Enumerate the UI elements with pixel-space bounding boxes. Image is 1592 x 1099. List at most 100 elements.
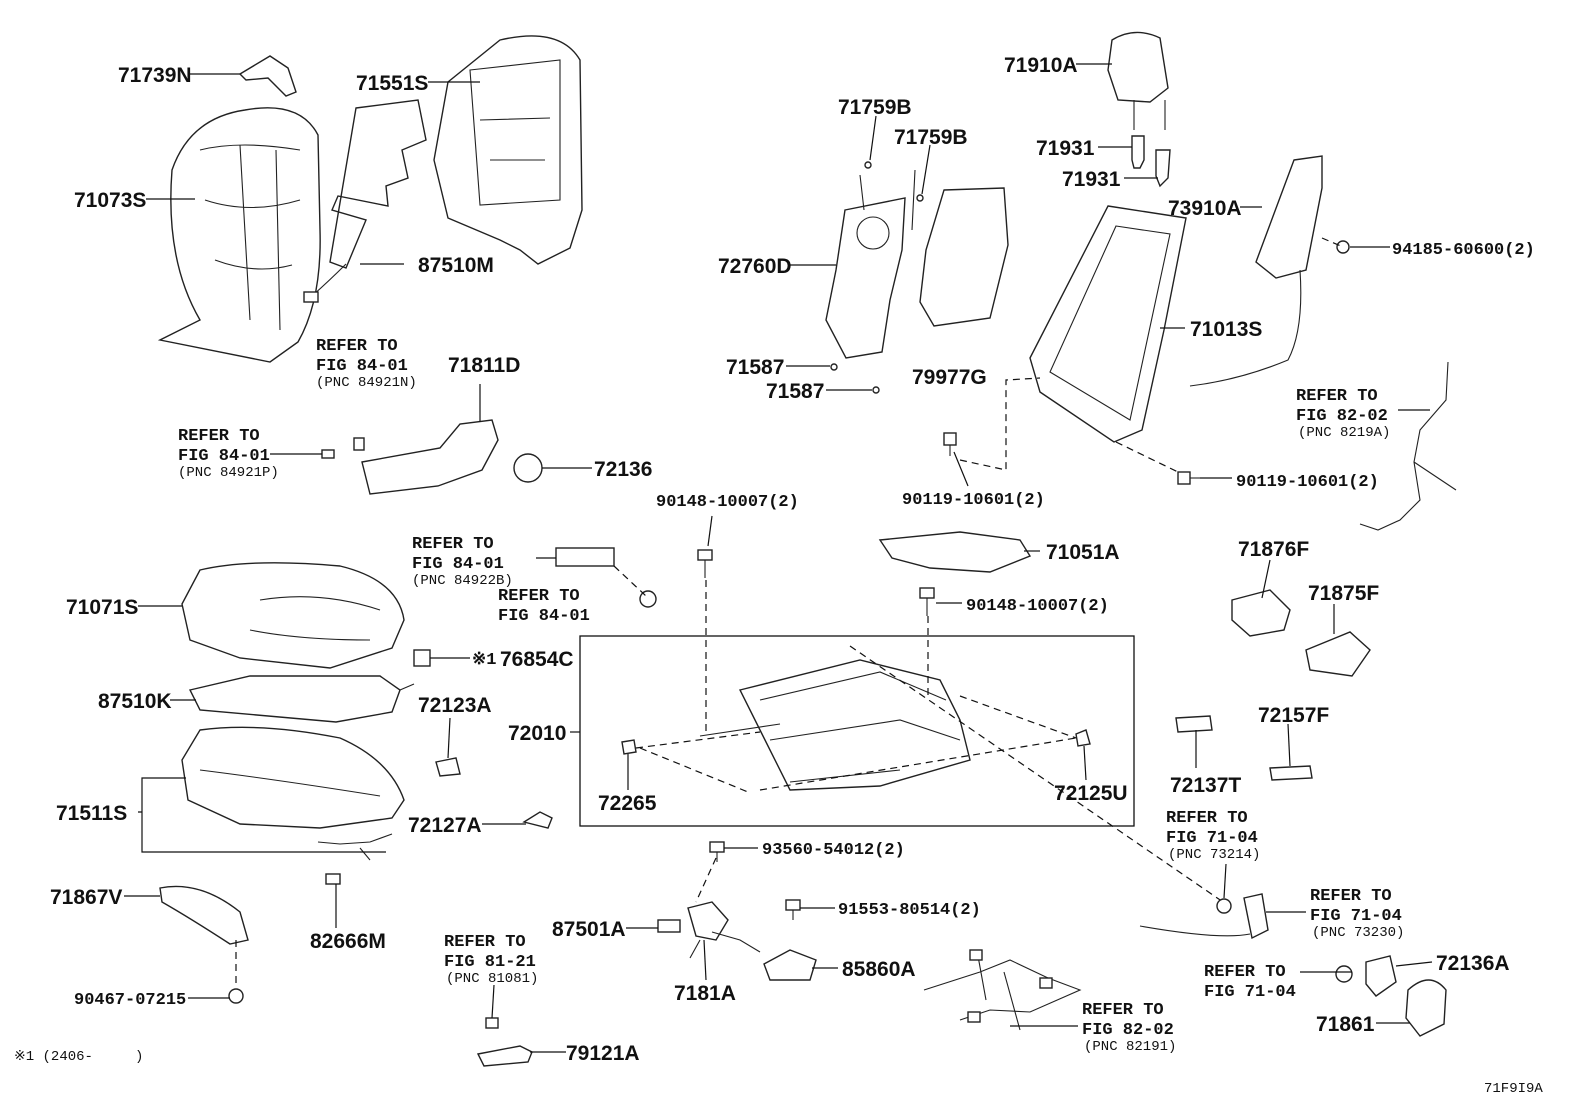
part-label: 71867V	[50, 886, 122, 909]
refer-callout-71-04-nut: REFER TO FIG 71-04	[1204, 963, 1296, 1002]
part-label: 71073S	[74, 189, 146, 212]
heater-87510k-shape	[188, 675, 401, 723]
refer-line2: FIG 71-04	[1166, 829, 1258, 848]
harness-82-02-right-shape	[1359, 361, 1457, 531]
cover-71875f-shape	[1305, 631, 1371, 677]
motor-7181a-wires	[689, 931, 761, 959]
pad-79977g-shape	[919, 187, 1009, 327]
screw-84-01-shape	[639, 590, 657, 608]
part-label: 71931	[1036, 137, 1095, 160]
part-label: 82666M	[310, 930, 386, 953]
bolt-90148-b-shape	[919, 587, 935, 616]
refer-line2: FIG 84-01	[412, 555, 504, 574]
refer-pnc: (PNC 73230)	[1312, 925, 1404, 941]
cover-72265-shape	[621, 739, 637, 755]
refer-callout-8219a: REFER TO FIG 82-02 (PNC 8219A)	[1296, 387, 1390, 441]
cover-71876f-shape	[1231, 589, 1291, 637]
refer-line1: REFER TO	[316, 337, 398, 356]
part-label: 72010	[508, 722, 566, 745]
part-label: 93560-54012(2)	[762, 841, 905, 860]
bolt-90119-a-shape	[943, 432, 957, 456]
refer-callout-84921p: REFER TO FIG 84-01 (PNC 84921P)	[178, 427, 279, 481]
part-label: 85860A	[842, 958, 916, 981]
refer-pnc: (PNC 84921N)	[316, 375, 417, 391]
lumbar-plate-72760d-shape	[825, 169, 916, 359]
part-label: 72137T	[1170, 774, 1241, 797]
part-label: 72136	[594, 458, 652, 481]
refer-line2: FIG 84-01	[178, 447, 270, 466]
part-label: 71587	[726, 356, 784, 379]
clip-81081-shape	[485, 1017, 499, 1029]
clip-71587-b-shape	[872, 386, 880, 394]
refer-line1: REFER TO	[444, 933, 526, 952]
part-label: 71910A	[1004, 54, 1078, 77]
clip-71759b-a-shape	[864, 161, 872, 169]
motor-85860a-shape	[763, 949, 817, 981]
connector-87501a-shape	[657, 919, 681, 933]
refer-callout-84921n: REFER TO FIG 84-01 (PNC 84921N)	[316, 337, 417, 391]
cover-72137t-shape	[1175, 715, 1213, 733]
refer-callout-82191: REFER TO FIG 82-02 (PNC 82191)	[1082, 1001, 1176, 1055]
part-label: 71551S	[356, 72, 428, 95]
refer-line2: FIG 71-04	[1310, 907, 1402, 926]
cushion-cover-71071s-shape	[181, 562, 405, 669]
bolt-90119-b-shape	[1177, 471, 1200, 485]
diagram-code: 71F9I9A	[1484, 1081, 1543, 1097]
part-label: 72265	[598, 792, 657, 815]
part-label: 71876F	[1238, 538, 1309, 561]
refer-callout-73230: REFER TO FIG 71-04 (PNC 73230)	[1310, 887, 1404, 941]
refer-pnc: (PNC 84922B)	[412, 573, 513, 589]
part-label: 71013S	[1190, 318, 1262, 341]
clip-82666m-shape	[325, 873, 341, 885]
bolt-91553-shape	[785, 899, 801, 920]
part-label: 90148-10007(2)	[656, 493, 799, 512]
harness-82191-shape	[923, 949, 1082, 1031]
part-label: 71861	[1316, 1013, 1375, 1036]
refer-line1: REFER TO	[1204, 963, 1286, 982]
part-label: 71759B	[838, 96, 912, 119]
refer-pnc: (PNC 81081)	[446, 971, 538, 987]
clip-72127a-shape	[522, 811, 553, 829]
headrest-71910a-shape	[1107, 31, 1169, 130]
switch-84922b-shape	[555, 547, 615, 567]
part-label: 71739N	[118, 64, 192, 87]
refer-line1: REFER TO	[178, 427, 260, 446]
adjuster-group-box	[579, 635, 1135, 827]
part-label: 71931	[1062, 168, 1121, 191]
part-label: 91553-80514(2)	[838, 901, 981, 920]
refer-line1: REFER TO	[1082, 1001, 1164, 1020]
clip-71739n-shape	[238, 55, 297, 97]
footnote: ※1 (2406- )	[14, 1049, 143, 1065]
refer-line2: FIG 82-02	[1082, 1021, 1174, 1040]
bracket-79121a-shape	[476, 1045, 533, 1067]
refer-callout-81081: REFER TO FIG 81-21 (PNC 81081)	[444, 933, 538, 987]
part-label: 72760D	[718, 255, 792, 278]
refer-callout-84-01-screw: REFER TO FIG 84-01	[498, 587, 590, 626]
refer-pnc: (PNC 8219A)	[1298, 425, 1390, 441]
clip-90467-shape	[228, 988, 244, 1004]
part-label: 90148-10007(2)	[966, 597, 1109, 616]
clip-72123a-shape	[435, 757, 461, 777]
sensor-76854c-shape	[413, 649, 431, 667]
refer-line2: FIG 71-04	[1204, 983, 1296, 1002]
part-label: 94185-60600(2)	[1392, 241, 1535, 260]
clip-71759b-b-shape	[916, 194, 924, 202]
refer-callout-84922b: REFER TO FIG 84-01 (PNC 84922B)	[412, 535, 513, 589]
part-label: 71811D	[448, 354, 520, 377]
cover-72125u-shape	[1075, 729, 1091, 747]
part-label: 76854C	[500, 648, 574, 671]
dashed-guide-lines	[235, 237, 1344, 988]
part-label: 71071S	[66, 596, 138, 619]
note-mark: ※1	[472, 651, 496, 670]
heater-87510k-wire	[399, 683, 415, 691]
refer-line1: REFER TO	[412, 535, 494, 554]
clip-71587-a-shape	[830, 363, 838, 371]
harness-71051a-shape	[878, 531, 1032, 573]
cushion-pad-71511s-shape	[181, 726, 405, 829]
cover-71867v-shape	[159, 885, 249, 945]
refer-to-callouts: REFER TO FIG 84-01 (PNC 84921N) REFER TO…	[178, 337, 1404, 1055]
part-label: 90467-07215	[74, 991, 186, 1010]
part-label: 7181A	[674, 982, 736, 1005]
part-label: 87510K	[98, 690, 172, 713]
